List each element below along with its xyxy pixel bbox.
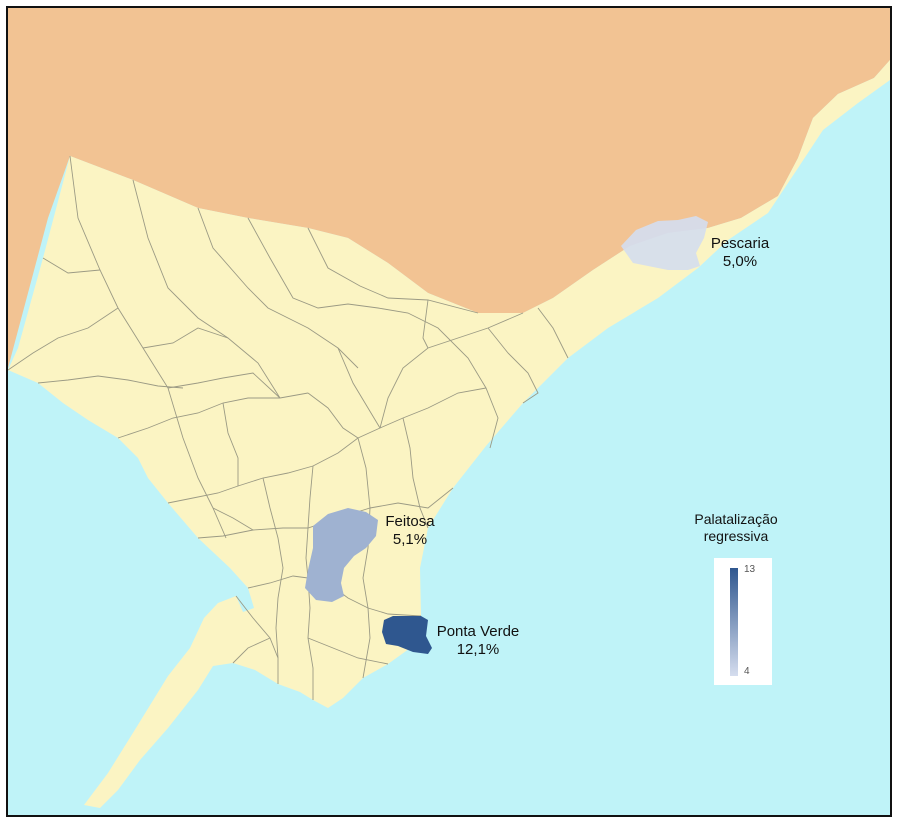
- label-pescaria-value: 5,0%: [722, 253, 758, 270]
- legend-max-label: 13: [744, 564, 756, 575]
- district-pescaria-area[interactable]: [621, 216, 708, 270]
- label-ponta-verde-name: Ponta Verde: [436, 623, 520, 640]
- district-feitosa-area[interactable]: [305, 508, 378, 602]
- label-ponta-verde: Ponta Verde 12,1%: [428, 623, 528, 659]
- district-borders: [8, 155, 569, 700]
- label-pescaria-name: Pescaria: [710, 235, 770, 252]
- label-feitosa-name: Feitosa: [385, 513, 435, 530]
- label-feitosa-value: 5,1%: [392, 531, 428, 548]
- map-frame: Pescaria 5,0% Feitosa 5,1% Ponta Verde 1…: [6, 6, 892, 817]
- legend-title: Palatalização regressiva: [694, 511, 778, 544]
- label-ponta-verde-value: 12,1%: [456, 641, 500, 658]
- label-pescaria: Pescaria 5,0%: [700, 235, 780, 271]
- legend: Palatalização regressiva 13 4: [676, 511, 796, 687]
- map-canvas: [8, 8, 890, 815]
- district-ponta-verde-area[interactable]: [382, 616, 432, 654]
- neighbor-municipality: [8, 8, 890, 368]
- legend-box: 13 4: [714, 558, 772, 685]
- label-feitosa: Feitosa 5,1%: [370, 513, 450, 549]
- legend-color-ramp: [730, 568, 738, 676]
- legend-min-label: 4: [744, 666, 750, 677]
